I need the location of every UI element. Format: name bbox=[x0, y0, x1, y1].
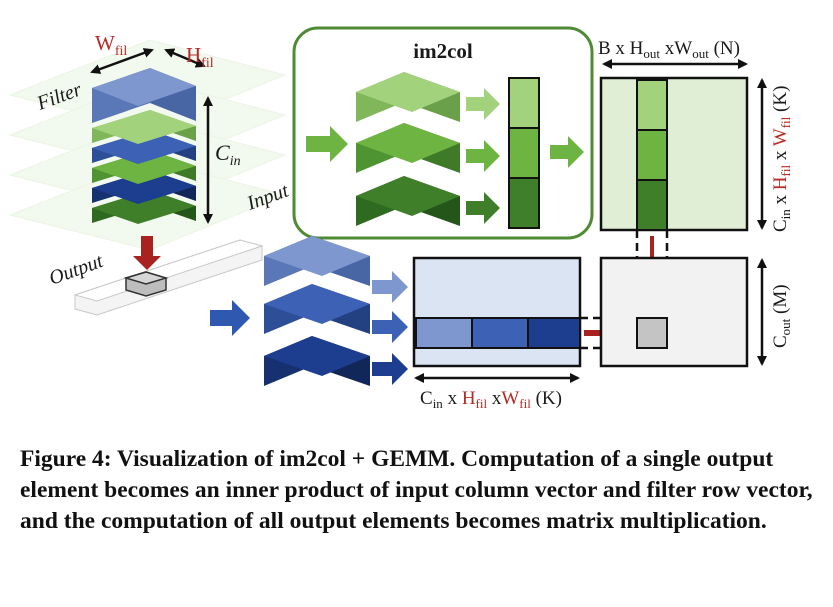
im2col-title: im2col bbox=[413, 39, 473, 63]
im2col-arrow-mid bbox=[466, 140, 500, 172]
k-dimension-label-bottom: Cin x Hfil xWfil (K) bbox=[420, 388, 562, 411]
h-fil-label: Hfil bbox=[186, 43, 214, 71]
h-fil-arrow bbox=[164, 48, 206, 68]
filter-layer-4 bbox=[92, 110, 196, 144]
filter-arrow-light bbox=[372, 271, 408, 303]
filter-arrow-dark bbox=[372, 353, 408, 385]
w-fil-label: Wfil bbox=[95, 31, 127, 59]
output-bar bbox=[73, 239, 264, 316]
im2col-arrow-light bbox=[466, 88, 500, 120]
n-dimension-label: B x Hout xWout (N) bbox=[598, 38, 740, 61]
filter-stack bbox=[92, 68, 196, 224]
output-down-arrow bbox=[133, 236, 161, 270]
c-in-label: Cin bbox=[215, 140, 241, 169]
filter-blue-stack bbox=[264, 236, 370, 386]
im2col-column bbox=[508, 77, 540, 229]
im2col-output-arrow bbox=[550, 136, 584, 168]
output-label: Output bbox=[46, 250, 106, 290]
input-matrix bbox=[599, 76, 749, 232]
filter-arrow-mid bbox=[372, 311, 408, 343]
input-label: Input bbox=[243, 179, 292, 215]
im2col-gemm-diagram: Wfil Hfil Cin Filter Input Output im2col bbox=[8, 26, 793, 411]
m-dimension-label: Cout (M) bbox=[770, 284, 793, 348]
im2col-green-stack bbox=[356, 72, 460, 226]
figure-caption: Figure 4: Visualization of im2col + GEMM… bbox=[20, 446, 813, 534]
filter-layer-top bbox=[92, 68, 196, 123]
output-matrix bbox=[599, 256, 749, 368]
w-fil-arrow bbox=[90, 48, 154, 74]
filter-input-arrow bbox=[210, 300, 250, 336]
filter-matrix bbox=[412, 256, 582, 368]
im2col-arrow-dark bbox=[466, 192, 500, 224]
im2col-input-arrow bbox=[306, 126, 348, 162]
k-dimension-label-right: Cin x Hfil x Wfil (K) bbox=[770, 86, 793, 232]
